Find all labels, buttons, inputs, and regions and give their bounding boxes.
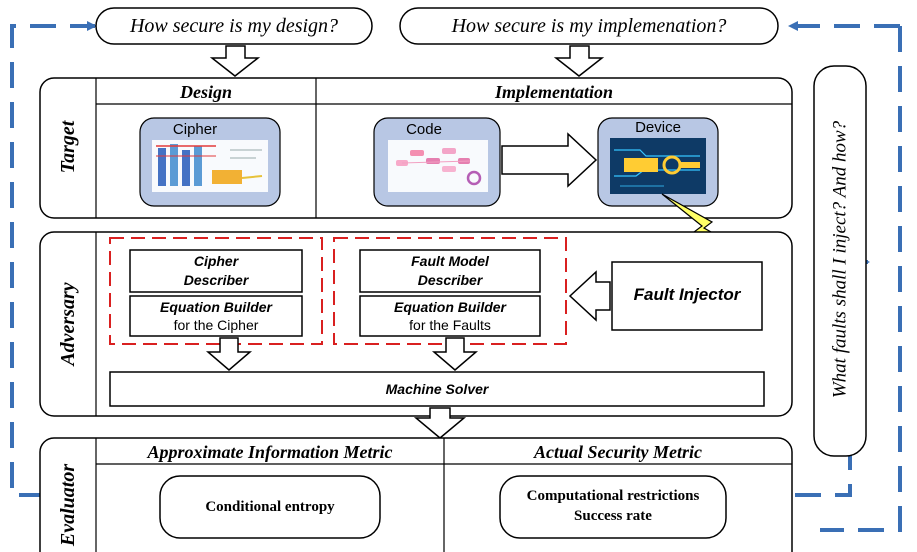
fault-injector-label: Fault Injector: [633, 285, 741, 304]
code-label: Code: [406, 121, 442, 138]
cipher-describer-line1: Cipher: [193, 253, 239, 269]
machine-solver-box: [109, 371, 765, 407]
design-question-text: How secure is my design?: [129, 15, 339, 37]
eq-builder-faults-box: [359, 295, 541, 337]
fault-model-box: [359, 249, 541, 293]
faults-to-solver-arrow: [431, 337, 479, 371]
eq-builder-faults-line2: for the Faults: [409, 317, 491, 333]
approx-metric-header: Approximate Information Metric: [147, 442, 393, 462]
eq-builder-cipher-line2: for the Cipher: [173, 317, 259, 333]
injector-to-faults-arrow: [568, 270, 611, 322]
actual-metric-header: Actual Security Metric: [534, 442, 702, 462]
cipher-describer-box: [129, 249, 303, 293]
eq-builder-cipher-line1: Equation Builder: [160, 299, 272, 315]
cipher-label: Cipher: [172, 121, 218, 138]
design-question-bubble: [95, 7, 373, 45]
faults-question-text: What faults shall I inject? And how?: [829, 120, 851, 399]
implementation-arrow-down: [553, 45, 605, 77]
eq-builder-cipher-box: [129, 295, 303, 337]
right-feedback-loop-side: [820, 26, 902, 532]
implementation-header: Implementation: [494, 82, 613, 102]
success-rate-label: Success rate: [574, 508, 652, 524]
design-header: Design: [179, 82, 232, 102]
evaluator-label: Evaluator: [57, 463, 79, 547]
computational-restrictions-label: Computational restrictions: [526, 488, 700, 504]
cipher-to-solver-arrow: [205, 337, 253, 371]
eq-builder-faults-line1: Equation Builder: [394, 299, 506, 315]
device-label: Device: [635, 119, 681, 136]
fault-model-line2: Describer: [417, 272, 483, 288]
cipher-structure-graphic: [156, 144, 263, 186]
design-arrow-down: [209, 45, 261, 77]
left-feedback-loop: [10, 21, 97, 497]
adversary-label: Adversary: [57, 282, 79, 366]
code-flow-graphic: [396, 148, 482, 186]
implementation-question-bubble: [399, 7, 779, 45]
target-label: Target: [57, 120, 79, 174]
faults-question-bubble: [813, 65, 867, 457]
conditional-entropy-label: Conditional entropy: [205, 499, 335, 515]
machine-solver-label: Machine Solver: [385, 381, 489, 397]
cipher-group-dashed: [109, 237, 323, 345]
solver-to-evaluator-arrow: [413, 407, 467, 439]
implementation-question-text: How secure is my implemenation?: [451, 15, 727, 37]
conditional-entropy-box: [159, 475, 381, 539]
fault-model-line1: Fault Model: [411, 253, 489, 269]
fault-injector-box: [611, 261, 763, 331]
security-metric-box: [499, 475, 727, 539]
code-to-device-arrow: [501, 132, 598, 188]
device-chip-graphic: [614, 149, 700, 187]
cipher-describer-line2: Describer: [183, 272, 249, 288]
